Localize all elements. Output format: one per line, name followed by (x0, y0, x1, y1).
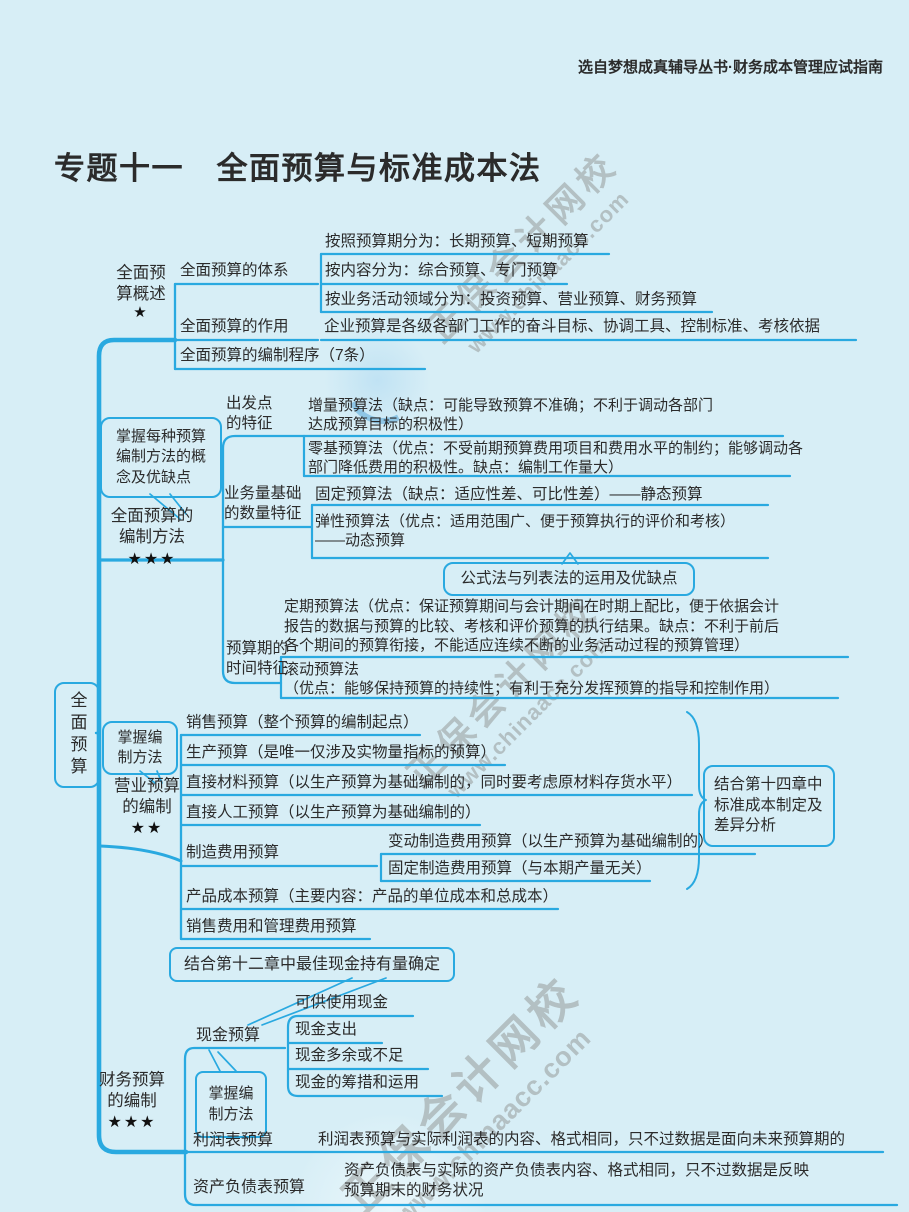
node-cash-surplus: 现金多余或不足 (295, 1047, 404, 1064)
operating-callout: 掌握编 制方法 (102, 721, 178, 775)
chapter12-note-callout: 结合第十二章中最佳现金持有量确定 (169, 947, 455, 982)
page-header: 选自梦想成真辅导丛书·财务成本管理应试指南 (578, 59, 883, 76)
section-methods-stars: ★★★ (127, 551, 177, 568)
node-production-budget: 生产预算（是唯一仅涉及实物量指标的预算） (186, 744, 497, 761)
s4-callout-tail (208, 1049, 237, 1072)
s4-ch12-tail (247, 977, 387, 1026)
chapter14-note-callout: 结合第十四章中 标准成本制定及 差异分析 (703, 765, 835, 847)
section-overview-label: 全面预 算概述 (116, 264, 166, 304)
node-balance-sheet-desc: 资产负债表与实际的资产负债表内容、格式相同，只不过数据是反映 预算期末的财务状况 (344, 1162, 810, 1199)
node-materials-budget: 直接材料预算（以生产预算为基础编制的，同时要考虑原材料存货水平） (186, 774, 683, 791)
s3-branch (98, 844, 183, 863)
s4-bracket-cash (286, 1014, 444, 1098)
node-by-scope: 按业务活动领域分为：投资预算、营业预算、财务预算 (325, 291, 698, 308)
root-node: 全面预算 (54, 682, 100, 788)
node-cash-budget: 现金预算 (196, 1027, 261, 1044)
node-overhead-budget: 制造费用预算 (186, 844, 280, 861)
methods-callout: 掌握每种预算 编制方法的概 念及优缺点 (100, 417, 222, 498)
node-by-content: 按内容分为：综合预算、专门预算 (325, 262, 558, 279)
section-operating-stars: ★★ (130, 820, 164, 837)
s3-right-brace (686, 711, 707, 890)
section-methods-label: 全面预算的 编制方法 (110, 507, 194, 547)
node-labor-budget: 直接人工预算（以生产预算为基础编制的） (186, 804, 481, 821)
node-regular-budget: 定期预算法（优点：保证预算期间与会计期间在时期上配比，便于依据会计 报告的数据与… (284, 598, 780, 654)
node-budget-system: 全面预算的体系 (180, 262, 289, 279)
node-procedure: 全面预算的编制程序（7条） (180, 347, 375, 364)
node-rolling-budget: 滚动预算法 （优点：能够保持预算的持续性；有利于充分发挥预算的指导和控制作用） (284, 661, 780, 697)
financial-callout: 掌握编 制方法 (195, 1071, 267, 1138)
node-flexible-budget: 弹性预算法（优点：适用范围广、便于预算执行的评价和考核） ——动态预算 (315, 513, 736, 549)
section-overview-stars: ★ (133, 304, 149, 321)
node-by-period: 按照预算期分为：长期预算、短期预算 (325, 233, 589, 250)
node-cash-out: 现金支出 (295, 1021, 358, 1038)
node-sales-budget: 销售预算（整个预算的编制起点） (186, 714, 419, 731)
node-income-statement-budget: 利润表预算 (193, 1132, 274, 1149)
node-incremental-budget: 增量预算法（缺点：可能导致预算不准确；不利于调动各部门 达成预算目标的积极性） (308, 397, 714, 433)
s2-formula-callout-tail (561, 552, 579, 565)
s4-spine (183, 1046, 287, 1207)
node-cash-financing: 现金的筹措和运用 (295, 1074, 420, 1091)
node-cash-available: 可供使用现金 (295, 994, 389, 1011)
node-period-label: 预算期的 时间特征 (226, 640, 289, 678)
node-balance-sheet-budget: 资产负债表预算 (193, 1179, 306, 1196)
node-product-cost-budget: 产品成本预算（主要内容：产品的单位成本和总成本） (186, 888, 559, 905)
node-income-statement-desc: 利润表预算与实际利润表的内容、格式相同，只不过数据是面向未来预算期的 (318, 1131, 846, 1148)
node-variable-overhead: 变动制造费用预算（以生产预算为基础编制的） (388, 833, 714, 850)
node-startpoint-label: 出发点 的特征 (226, 395, 273, 433)
formula-note-callout: 公式法与列表法的运用及优缺点 (443, 562, 695, 596)
node-fixed-budget: 固定预算法（缺点：适应性差、可比性差）——静态预算 (315, 486, 703, 503)
section-financial-label: 财务预算 的编制 (99, 1071, 165, 1111)
page-title: 专题十一 全面预算与标准成本法 (54, 151, 542, 186)
s2-spine (221, 434, 306, 685)
node-zerobase-budget: 零基预算法（优点：不受前期预算费用项目和费用水平的制约；能够调动各 部门降低费用… (308, 440, 804, 476)
section-financial-stars: ★★★ (107, 1114, 157, 1131)
node-budget-role: 全面预算的作用 (180, 318, 289, 335)
node-budget-role-desc: 企业预算是各级各部门工作的奋斗目标、协调工具、控制标准、考核依据 (324, 318, 821, 335)
node-volume-label: 业务量基础 的数量特征 (224, 485, 302, 523)
section-operating-label: 营业预算 的编制 (114, 777, 180, 817)
node-selling-admin-budget: 销售费用和管理费用预算 (186, 918, 357, 935)
node-fixed-overhead: 固定制造费用预算（与本期产量无关） (388, 860, 652, 877)
